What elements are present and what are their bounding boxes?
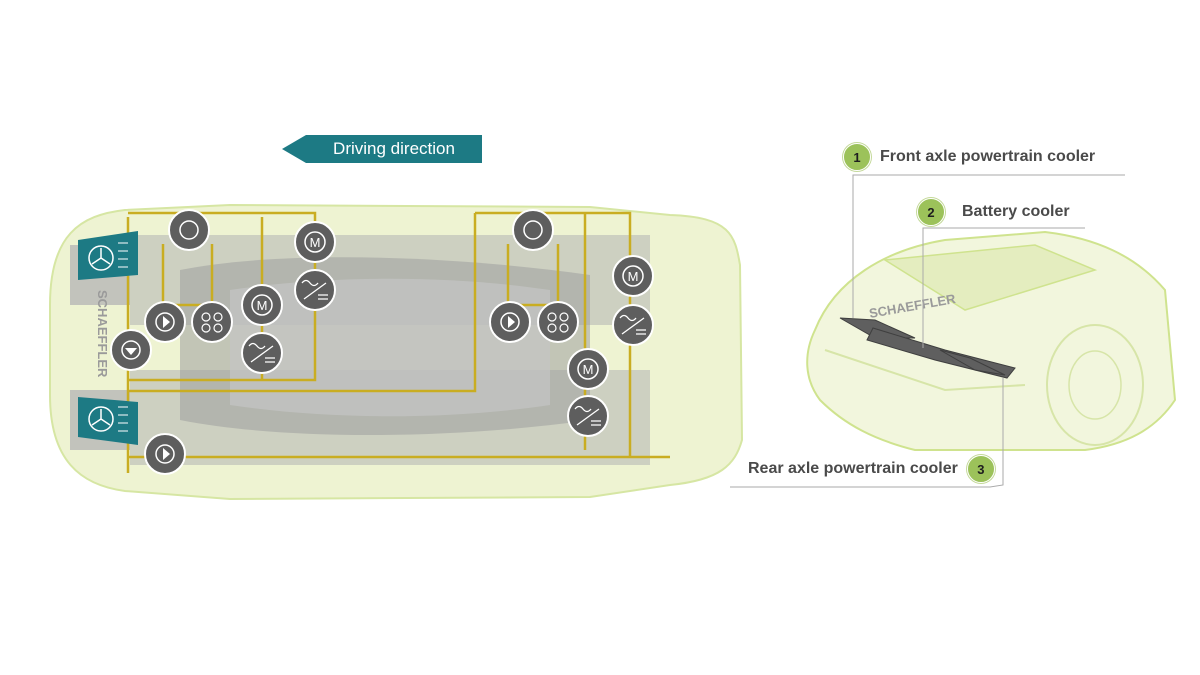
motor-letter: M [310, 235, 321, 250]
motor-letter: M [628, 269, 639, 284]
callout-badge: 3 [966, 455, 995, 483]
callout-label: Front axle powertrain cooler [880, 148, 1096, 165]
valve-icon [168, 209, 210, 251]
pump-icon [144, 301, 186, 343]
callout-label: Rear axle powertrain cooler [748, 460, 958, 477]
motor-icon [294, 221, 336, 263]
gearbox-icon [191, 301, 233, 343]
components-layer: M M M M [110, 209, 654, 475]
callout-front-axle-cooler: 1 Front axle powertrain cooler [843, 143, 1095, 171]
callout-rear-axle-cooler: Rear axle powertrain cooler 3 [748, 455, 995, 483]
front-radiator-upper [78, 231, 138, 280]
motor-icon [567, 348, 609, 390]
driving-direction-arrow: Driving direction [282, 135, 482, 163]
callout-label: Battery cooler [962, 203, 1070, 220]
car-brand-top: SCHAEFFLER [95, 290, 110, 378]
driving-direction-label: Driving direction [333, 139, 455, 158]
motor-letter: M [257, 298, 268, 313]
callout-battery-cooler: 2 Battery cooler [917, 198, 1070, 226]
inverter-icon [612, 304, 654, 346]
pump-icon [144, 433, 186, 475]
car-front-view: SCHAEFFLER [806, 230, 1177, 451]
motor-icon [241, 284, 283, 326]
front-radiator-lower [78, 397, 138, 445]
reservoir-icon [110, 329, 152, 371]
motor-letter: M [583, 362, 594, 377]
motor-icon [612, 255, 654, 297]
inverter-icon [567, 395, 609, 437]
arrow-left-icon [282, 135, 482, 163]
callout-badge: 1 [843, 143, 871, 171]
inverter-icon [241, 332, 283, 374]
inverter-icon [294, 269, 336, 311]
gearbox-icon [537, 301, 579, 343]
pump-icon [489, 301, 531, 343]
front-coolers [839, 317, 1016, 379]
callout-badge: 2 [917, 198, 945, 226]
valve-icon [512, 209, 554, 251]
